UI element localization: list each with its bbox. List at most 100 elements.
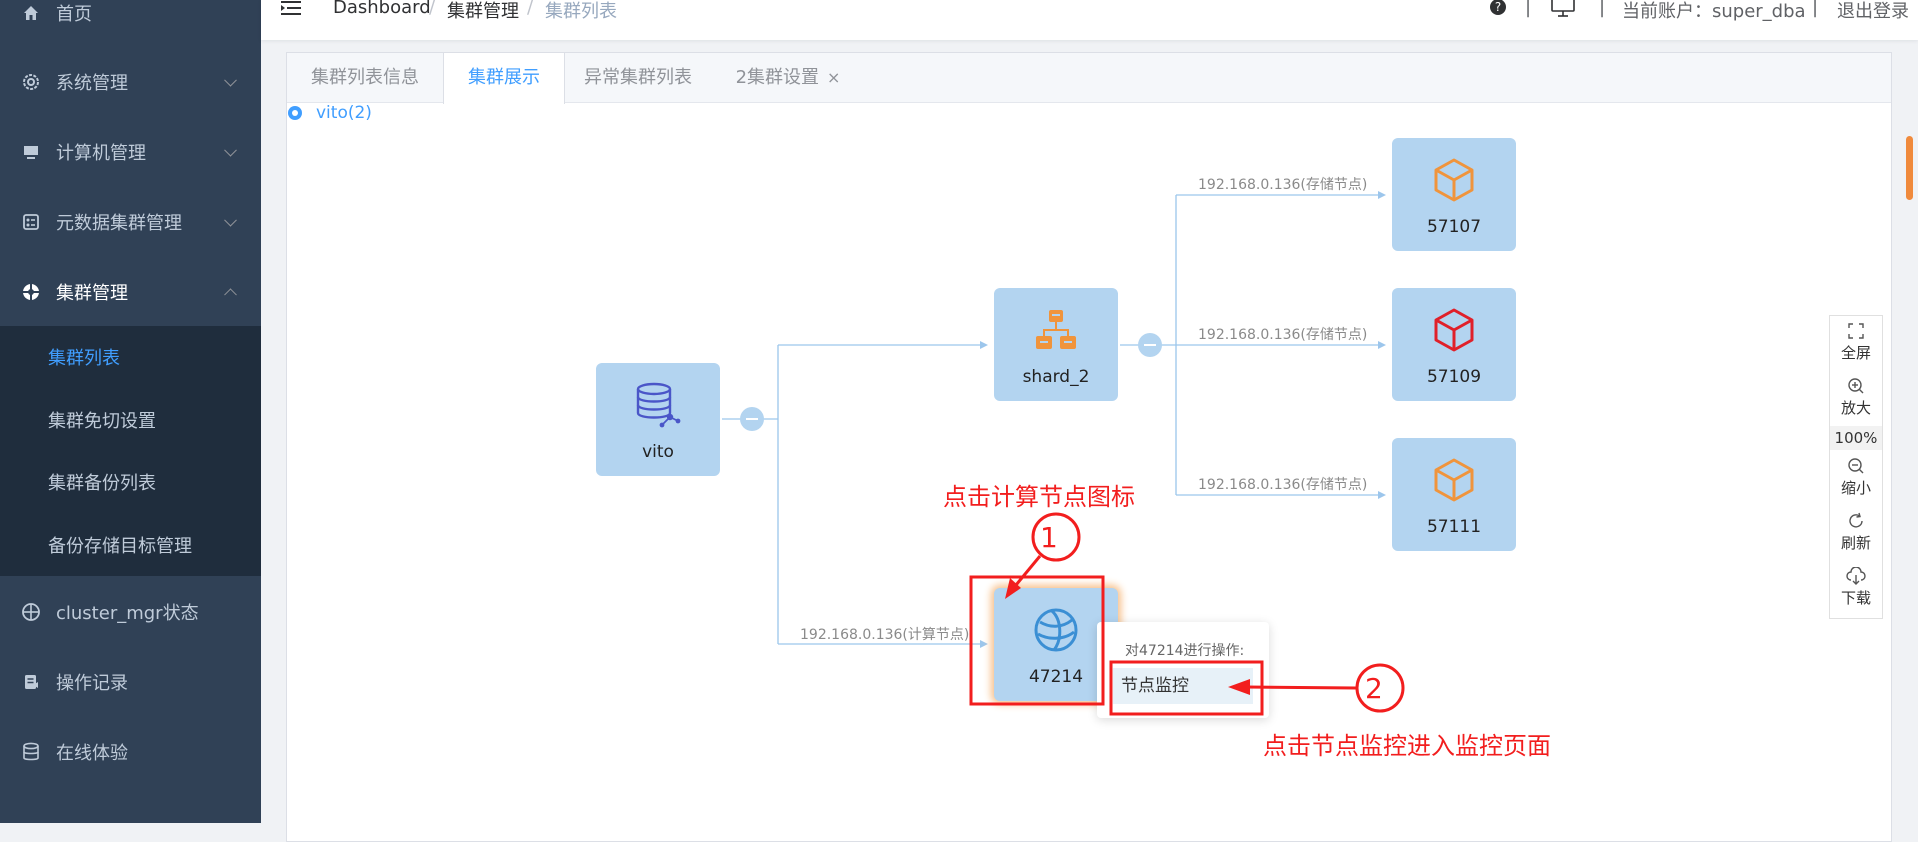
collapse-toggle-shard[interactable] [1138, 333, 1162, 357]
hamburger-icon[interactable] [281, 0, 303, 20]
logout-link[interactable]: 退出登录 [1837, 1, 1909, 22]
globe-icon [1034, 608, 1078, 652]
node-cluster-root[interactable]: vito [596, 363, 720, 476]
toolbar-label: 全屏 [1840, 344, 1871, 362]
submenu-item-failover-settings[interactable]: 集群免切设置 [48, 411, 156, 432]
submenu-item-backup-list[interactable]: 集群备份列表 [48, 473, 156, 494]
cube-icon [1434, 158, 1474, 202]
submenu-item-backup-storage[interactable]: 备份存储目标管理 [48, 536, 192, 557]
step-circle-1 [1031, 512, 1081, 562]
cluster-icon [20, 281, 42, 303]
edge-label-storage: 192.168.0.136(存储节点) [1198, 177, 1368, 193]
database-icon [636, 382, 681, 428]
gear-icon [20, 71, 42, 93]
database-icon [20, 741, 42, 763]
highlight-box-compute-node [969, 575, 1105, 706]
cluster-radio[interactable]: vito(2) [288, 103, 372, 123]
sidebar-item-label: 系统管理 [56, 73, 128, 94]
node-monitor-menu-item[interactable]: 节点监控 [1113, 668, 1253, 704]
zoom-out-button[interactable]: 缩小 [1830, 457, 1882, 498]
sidebar-item-online-trial[interactable]: 在线体验 [0, 717, 261, 787]
tab-abnormal-clusters[interactable]: 异常集群列表 [584, 67, 692, 88]
sidebar-item-computer[interactable]: 计算机管理 [0, 117, 261, 187]
fullscreen-button[interactable]: 全屏 [1830, 322, 1882, 363]
tab-cluster-settings[interactable]: 2集群设置 × [713, 53, 863, 103]
refresh-icon [1849, 512, 1863, 528]
tabs-card: 集群列表信息 集群展示 异常集群列表 2集群设置 × [286, 52, 1892, 842]
topology-edges [722, 191, 1386, 648]
node-action-popup: 对47214进行操作: 节点监控 [1097, 622, 1269, 718]
toolbar-label: 下载 [1840, 589, 1871, 607]
nav-divider: | [1812, 0, 1819, 18]
node-label: 47214 [1028, 667, 1084, 687]
collapse-toggle-root[interactable] [740, 407, 764, 431]
help-icon[interactable]: ? [1489, 0, 1507, 21]
sidebar-item-label: 集群管理 [56, 283, 128, 304]
monitor-icon [20, 141, 42, 163]
node-label: shard_2 [1022, 367, 1090, 387]
cluster-submenu: 集群列表 集群免切设置 集群备份列表 备份存储目标管理 [0, 326, 261, 576]
submenu-item-cluster-list[interactable]: 集群列表 [48, 348, 120, 369]
node-storage-57107[interactable]: 57107 [1392, 138, 1516, 251]
sidebar-item-cluster-mgmt[interactable]: 集群管理 [0, 257, 261, 327]
toolbar-label: 缩小 [1840, 479, 1871, 497]
page-scrollbar[interactable] [1906, 136, 1913, 200]
sidebar-item-label: cluster_mgr状态 [56, 603, 199, 624]
status-icon [20, 601, 42, 623]
sidebar: 首页 系统管理 计算机管理 元数据集群管理 集群管理 集群列表 集群免切设置 集… [0, 0, 261, 823]
tab-cluster-display[interactable]: 集群展示 [443, 53, 565, 104]
download-button[interactable]: 下载 [1830, 567, 1882, 608]
node-storage-57111[interactable]: 57111 [1392, 438, 1516, 551]
record-icon [20, 671, 42, 693]
breadcrumb-separator: / [429, 0, 436, 18]
annotation-overlay [969, 512, 1405, 716]
edge-label-compute: 192.168.0.136(计算节点) [800, 627, 970, 643]
close-icon[interactable]: × [827, 68, 841, 87]
step-circle-2 [1355, 663, 1405, 713]
sidebar-item-cluster-mgr-status[interactable]: cluster_mgr状态 [0, 577, 261, 647]
sidebar-item-home[interactable]: 首页 [0, 0, 261, 48]
sidebar-item-label: 元数据集群管理 [56, 213, 182, 234]
current-account: 当前账户：super_dba [1622, 1, 1806, 22]
cloud-download-icon [1846, 567, 1866, 585]
svg-text:?: ? [1495, 0, 1501, 14]
zoom-in-button[interactable]: 放大 [1830, 377, 1882, 418]
cube-icon [1434, 458, 1474, 502]
toolbar-label: 刷新 [1840, 534, 1871, 552]
node-storage-57109[interactable]: 57109 [1392, 288, 1516, 401]
step-number-2: 2 [1365, 672, 1383, 705]
tab-label: 2集群设置 [735, 67, 820, 88]
breadcrumb-dashboard[interactable]: Dashboard [333, 0, 431, 18]
annotation-step2: 点击节点监控进入监控页面 [1263, 732, 1551, 760]
toolbar-label: 放大 [1840, 399, 1871, 417]
tab-cluster-list-info[interactable]: 集群列表信息 [311, 67, 419, 88]
edge-label-storage: 192.168.0.136(存储节点) [1198, 477, 1368, 493]
hierarchy-icon [1036, 310, 1076, 349]
sidebar-item-metadata-cluster[interactable]: 元数据集群管理 [0, 187, 261, 257]
top-navbar: Dashboard / 集群管理 / 集群列表 ? | | 当前账户：super… [261, 0, 1918, 40]
breadcrumb-cluster-list: 集群列表 [545, 1, 617, 22]
zoom-level: 100% [1830, 426, 1882, 450]
node-label: vito [642, 442, 674, 462]
home-icon [20, 2, 42, 24]
sidebar-item-system[interactable]: 系统管理 [0, 47, 261, 117]
graph-toolbar: 全屏 放大 100% 缩小 刷新 下载 [1829, 315, 1883, 619]
screen-icon[interactable] [1550, 0, 1576, 23]
cluster-list-icon [20, 211, 42, 233]
node-shard[interactable]: shard_2 [994, 288, 1118, 401]
cluster-radio-label: vito(2) [316, 103, 372, 123]
node-label: 57109 [1426, 367, 1482, 387]
node-label: 57111 [1426, 517, 1482, 537]
zoom-in-icon [1848, 378, 1864, 394]
cube-icon [1434, 308, 1474, 352]
refresh-button[interactable]: 刷新 [1830, 512, 1882, 553]
tabs-header: 集群列表信息 集群展示 异常集群列表 2集群设置 × [287, 53, 1891, 104]
edge-label-storage: 192.168.0.136(存储节点) [1198, 327, 1368, 343]
breadcrumb-cluster-mgmt[interactable]: 集群管理 [447, 1, 519, 22]
sidebar-item-label: 首页 [56, 4, 92, 25]
sidebar-item-operation-log[interactable]: 操作记录 [0, 647, 261, 717]
sidebar-item-label: 操作记录 [56, 673, 128, 694]
nav-divider: | [1599, 0, 1606, 18]
breadcrumb-separator: / [527, 0, 534, 18]
sidebar-item-label: 计算机管理 [56, 143, 146, 164]
